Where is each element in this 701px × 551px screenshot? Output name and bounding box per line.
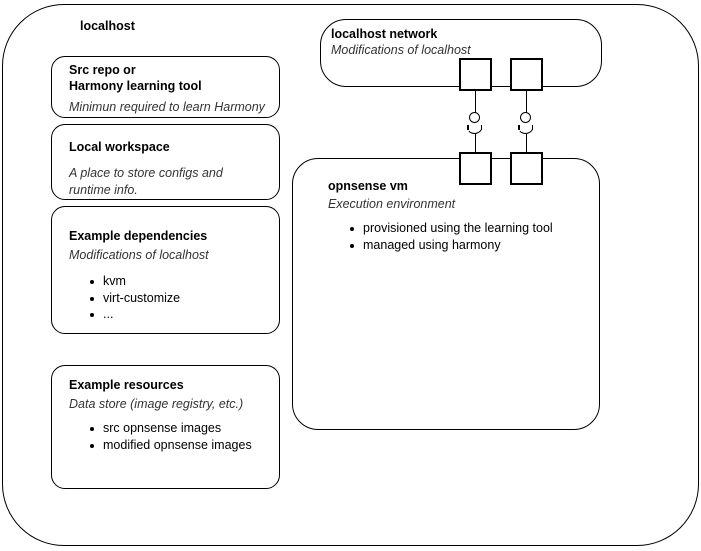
local-workspace-card-subtitle-line2: runtime info.	[69, 183, 138, 197]
list-item: managed using harmony	[349, 237, 553, 254]
required-interface-socket-right	[517, 125, 534, 134]
src-repo-card-title-line1: Src repo or	[69, 63, 136, 77]
list-item: modified opnsense images	[89, 437, 252, 454]
list-item: virt-customize	[89, 290, 180, 307]
example-resources-card-subtitle: Data store (image registry, etc.)	[69, 397, 244, 411]
vm-port-left[interactable]	[459, 152, 492, 185]
required-interface-socket-left	[466, 125, 483, 134]
localhost-network-subtitle: Modifications of localhost	[331, 43, 471, 57]
local-workspace-card[interactable]	[51, 124, 280, 200]
connector-line-upper-left	[475, 90, 476, 120]
example-dependencies-card-title: Example dependencies	[69, 229, 208, 243]
opnsense-vm-group[interactable]	[292, 158, 600, 430]
example-dependencies-card-subtitle: Modifications of localhost	[69, 248, 209, 262]
example-dependencies-card[interactable]	[51, 206, 280, 334]
localhost-network-title: localhost network	[331, 27, 438, 41]
opnsense-vm-title: opnsense vm	[328, 179, 408, 193]
localhost-container[interactable]	[2, 4, 699, 546]
network-port-left[interactable]	[459, 58, 492, 91]
src-repo-card-title-line2: Harmony learning tool	[69, 79, 202, 93]
list-item: provisioned using the learning tool	[349, 220, 553, 237]
vm-port-right[interactable]	[510, 152, 543, 185]
connector-line-lower-left	[475, 134, 476, 153]
local-workspace-card-title: Local workspace	[69, 140, 170, 154]
provided-interface-ball-left	[469, 112, 480, 123]
example-resources-card[interactable]	[51, 365, 280, 489]
opnsense-vm-subtitle: Execution environment	[328, 197, 456, 211]
list-item: ...	[89, 306, 180, 323]
src-repo-card-subtitle: Minimun required to learn Harmony	[69, 100, 265, 114]
example-resources-card-bullets: src opnsense images modified opnsense im…	[89, 420, 252, 453]
provided-interface-ball-right	[520, 112, 531, 123]
example-dependencies-card-bullets: kvm virt-customize ...	[89, 273, 180, 323]
example-resources-card-title: Example resources	[69, 378, 184, 392]
localhost-label: localhost	[80, 19, 135, 33]
connector-line-lower-right	[526, 134, 527, 153]
list-item: kvm	[89, 273, 180, 290]
local-workspace-card-subtitle-line1: A place to store configs and	[69, 166, 223, 180]
list-item: src opnsense images	[89, 420, 252, 437]
connector-line-upper-right	[526, 90, 527, 120]
opnsense-vm-bullets: provisioned using the learning tool mana…	[349, 220, 553, 253]
src-repo-card[interactable]	[51, 56, 280, 118]
network-port-right[interactable]	[510, 58, 543, 91]
